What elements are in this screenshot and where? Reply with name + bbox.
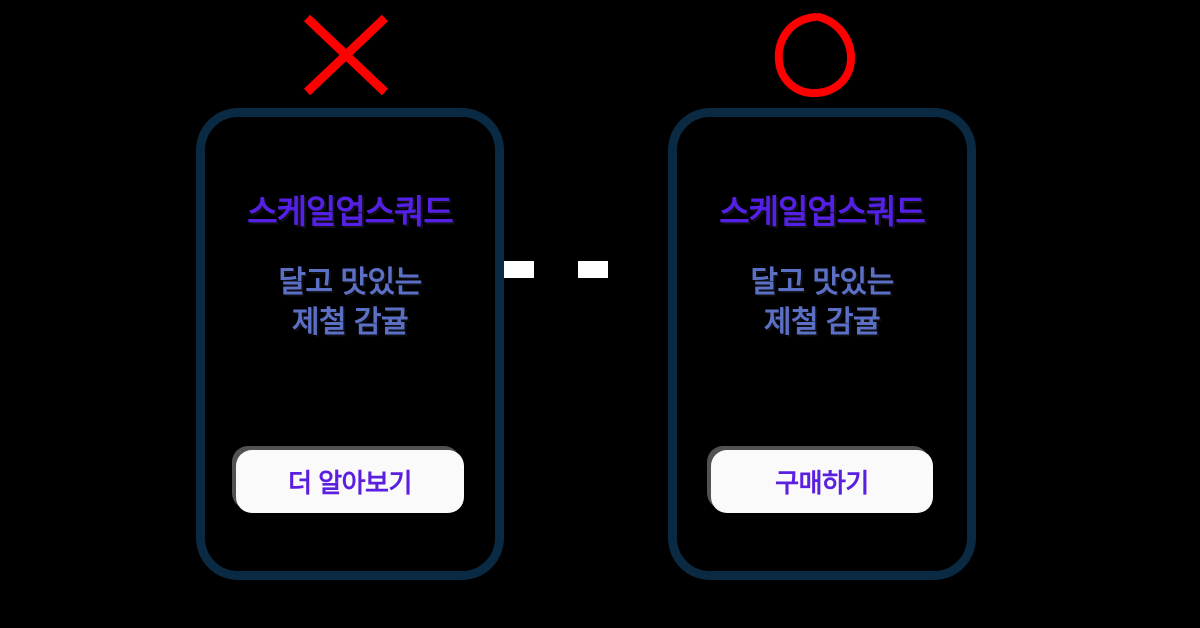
tagline-line-1: 달고 맛있는 (750, 266, 894, 299)
brand-title: 스케일업스쿼드 (719, 193, 926, 230)
cta-container: 구매하기 (677, 450, 967, 513)
circle-mark-icon (762, 8, 868, 100)
separator-dash (504, 260, 534, 278)
brand-title: 스케일업스쿼드 (247, 193, 454, 230)
phone-screen: 스케일업스쿼드 달고 맛있는 제철 감귤 구매하기 (677, 117, 967, 571)
purchase-button[interactable]: 구매하기 (711, 450, 933, 513)
cta-container: 더 알아보기 (205, 450, 495, 513)
phone-mockup-correct: 스케일업스쿼드 달고 맛있는 제철 감귤 구매하기 (668, 108, 976, 580)
learn-more-button[interactable]: 더 알아보기 (236, 450, 464, 513)
tagline: 달고 맛있는 제철 감귤 (750, 263, 894, 342)
tagline-line-2: 제철 감귤 (291, 305, 409, 339)
tagline-line-1: 달고 맛있는 (278, 266, 422, 299)
x-mark-icon (295, 8, 395, 100)
separator (504, 258, 608, 280)
phone-screen: 스케일업스쿼드 달고 맛있는 제철 감귤 더 알아보기 (205, 117, 495, 571)
separator-dash (578, 260, 608, 278)
tagline: 달고 맛있는 제철 감귤 (278, 263, 422, 342)
phone-mockup-incorrect: 스케일업스쿼드 달고 맛있는 제철 감귤 더 알아보기 (196, 108, 504, 580)
tagline-line-2: 제철 감귤 (763, 305, 881, 339)
